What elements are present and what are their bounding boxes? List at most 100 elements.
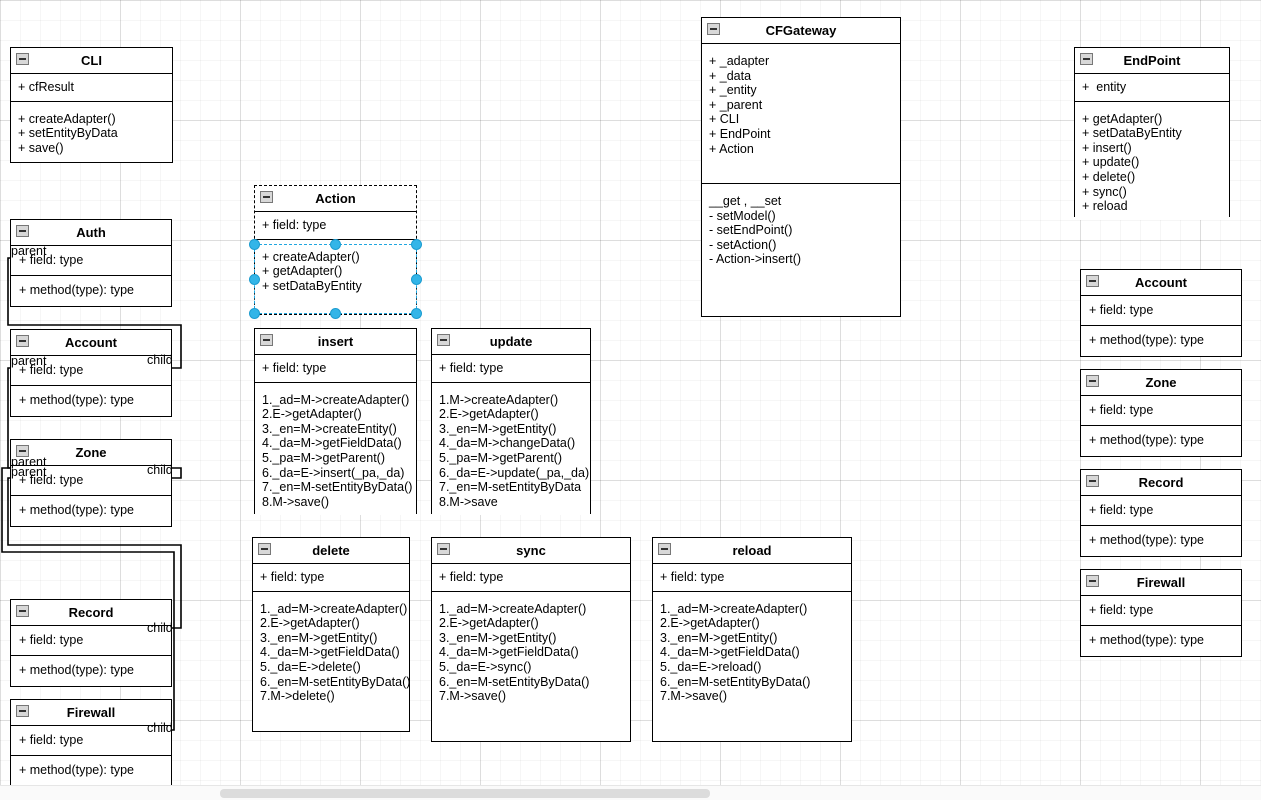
operations-compartment: + getAdapter() + setDataByEntity + inser… (1075, 101, 1229, 220)
operation-row: 2.E->getAdapter() (660, 616, 760, 631)
operation-row: + method(type): type (1089, 632, 1204, 647)
operation-row: + method(type): type (1089, 332, 1204, 347)
resize-handle-n[interactable] (330, 239, 341, 250)
class-header-update[interactable]: update (432, 329, 590, 355)
attribute-row: + field: type (1089, 303, 1154, 317)
attribute-row: + _parent (709, 97, 763, 112)
class-box-record-left[interactable]: Record + field: type + method(type): typ… (10, 599, 172, 687)
edge-label-child: child (147, 463, 173, 477)
collapse-icon[interactable] (258, 543, 271, 555)
collapse-icon[interactable] (16, 605, 29, 617)
resize-handle-nw[interactable] (249, 239, 260, 250)
attribute-row: + _data (709, 68, 752, 83)
class-header-reload[interactable]: reload (653, 538, 851, 564)
class-header-account[interactable]: Account (1081, 270, 1241, 296)
operation-row: 3._en=M->getEntity() (439, 421, 557, 436)
class-header-auth[interactable]: Auth (11, 220, 171, 246)
class-header-endpoint[interactable]: EndPoint (1075, 48, 1229, 74)
resize-handle-e[interactable] (411, 274, 422, 285)
class-header-sync[interactable]: sync (432, 538, 630, 564)
attribute-row: + field: type (1089, 403, 1154, 417)
class-box-zone-right[interactable]: Zone + field: type + method(type): type (1080, 369, 1242, 457)
collapse-icon[interactable] (1086, 575, 1099, 587)
resize-handle-s[interactable] (330, 308, 341, 319)
class-box-zone-left[interactable]: Zone + field: type + method(type): type (10, 439, 172, 527)
class-title: Action (315, 191, 356, 206)
operation-row: 1._ad=M->createAdapter() (262, 392, 410, 407)
connector-zone-record (7, 477, 182, 629)
attributes-compartment: + field: type (432, 564, 630, 592)
collapse-icon[interactable] (1086, 475, 1099, 487)
operations-compartment: + method(type): type (1081, 425, 1241, 455)
collapse-icon[interactable] (1086, 275, 1099, 287)
operation-row: 7._en=M-setEntityByData (439, 480, 582, 495)
resize-handle-sw[interactable] (249, 308, 260, 319)
class-header-zone[interactable]: Zone (1081, 370, 1241, 396)
operation-row: + method(type): type (1089, 432, 1204, 447)
class-header-record[interactable]: Record (11, 600, 171, 626)
operations-compartment: 1._ad=M->createAdapter() 2.E->getAdapter… (255, 382, 416, 516)
class-header-delete[interactable]: delete (253, 538, 409, 564)
class-header-account[interactable]: Account (11, 330, 171, 356)
class-header-firewall[interactable]: Firewall (11, 700, 171, 726)
collapse-icon[interactable] (16, 335, 29, 347)
class-box-insert[interactable]: insert + field: type 1._ad=M->createAdap… (254, 328, 417, 516)
operation-row: 4._da=M->getFieldData() (660, 645, 800, 660)
class-header-cli[interactable]: CLI (11, 48, 172, 74)
attributes-compartment: + _adapter + _data + _entity + _parent +… (702, 44, 900, 184)
resize-handle-ne[interactable] (411, 239, 422, 250)
class-header-zone[interactable]: Zone (11, 440, 171, 466)
collapse-icon[interactable] (707, 23, 720, 35)
class-box-delete[interactable]: delete + field: type 1._ad=M->createAdap… (252, 537, 410, 732)
class-header-record[interactable]: Record (1081, 470, 1241, 496)
resize-handle-se[interactable] (411, 308, 422, 319)
operation-row: + setDataByEntity (1082, 126, 1182, 141)
class-box-cli[interactable]: CLI + cfResult + createAdapter() + setEn… (10, 47, 173, 163)
class-box-account-left[interactable]: Account + field: type + method(type): ty… (10, 329, 172, 417)
attribute-row: + entity (1082, 80, 1127, 94)
resize-handle-w[interactable] (249, 274, 260, 285)
class-header-action[interactable]: Action (255, 186, 416, 212)
class-box-endpoint[interactable]: EndPoint + entity + getAdapter() + setDa… (1074, 47, 1230, 220)
class-header-cfgateway[interactable]: CFGateway (702, 18, 900, 44)
class-box-auth[interactable]: Auth + field: type + method(type): type (10, 219, 172, 307)
horizontal-scrollbar[interactable] (0, 785, 1261, 800)
operation-row: + getAdapter() (262, 264, 343, 279)
collapse-icon[interactable] (658, 543, 671, 555)
class-box-account-right[interactable]: Account + field: type + method(type): ty… (1080, 269, 1242, 357)
collapse-icon[interactable] (1080, 53, 1093, 65)
collapse-icon[interactable] (16, 225, 29, 237)
attributes-compartment: + field: type (1081, 396, 1241, 426)
attribute-row: + field: type (262, 218, 327, 232)
operations-compartment: 1._ad=M->createAdapter() 2.E->getAdapter… (653, 591, 851, 710)
class-box-firewall-right[interactable]: Firewall + field: type + method(type): t… (1080, 569, 1242, 657)
operation-row: 7.M->delete() (260, 689, 335, 704)
collapse-icon[interactable] (260, 334, 273, 346)
attributes-compartment: + field: type (11, 726, 171, 756)
class-box-update[interactable]: update + field: type 1.M->createAdapter(… (431, 328, 591, 516)
class-box-sync[interactable]: sync + field: type 1._ad=M->createAdapte… (431, 537, 631, 742)
operation-row: 8.M->save() (262, 494, 330, 509)
collapse-icon[interactable] (16, 705, 29, 717)
collapse-icon[interactable] (437, 334, 450, 346)
operation-row: - setModel() (709, 208, 776, 223)
attribute-row: + field: type (19, 473, 84, 487)
collapse-icon[interactable] (260, 191, 273, 203)
collapse-icon[interactable] (16, 53, 29, 65)
class-box-firewall-left[interactable]: Firewall + field: type + method(type): t… (10, 699, 172, 787)
class-title: Record (68, 605, 114, 620)
scrollbar-thumb[interactable] (220, 789, 710, 798)
operation-row: + method(type): type (19, 762, 134, 777)
class-box-action[interactable]: Action + field: type + createAdapter() +… (254, 185, 417, 315)
class-box-cfgateway[interactable]: CFGateway + _adapter + _data + _entity +… (701, 17, 901, 317)
class-box-reload[interactable]: reload + field: type 1._ad=M->createAdap… (652, 537, 852, 742)
class-box-record-right[interactable]: Record + field: type + method(type): typ… (1080, 469, 1242, 557)
attributes-compartment: + field: type (11, 626, 171, 656)
collapse-icon[interactable] (437, 543, 450, 555)
class-header-firewall[interactable]: Firewall (1081, 570, 1241, 596)
operation-row: + createAdapter() (18, 111, 116, 126)
collapse-icon[interactable] (1086, 375, 1099, 387)
collapse-icon[interactable] (16, 445, 29, 457)
class-header-insert[interactable]: insert (255, 329, 416, 355)
